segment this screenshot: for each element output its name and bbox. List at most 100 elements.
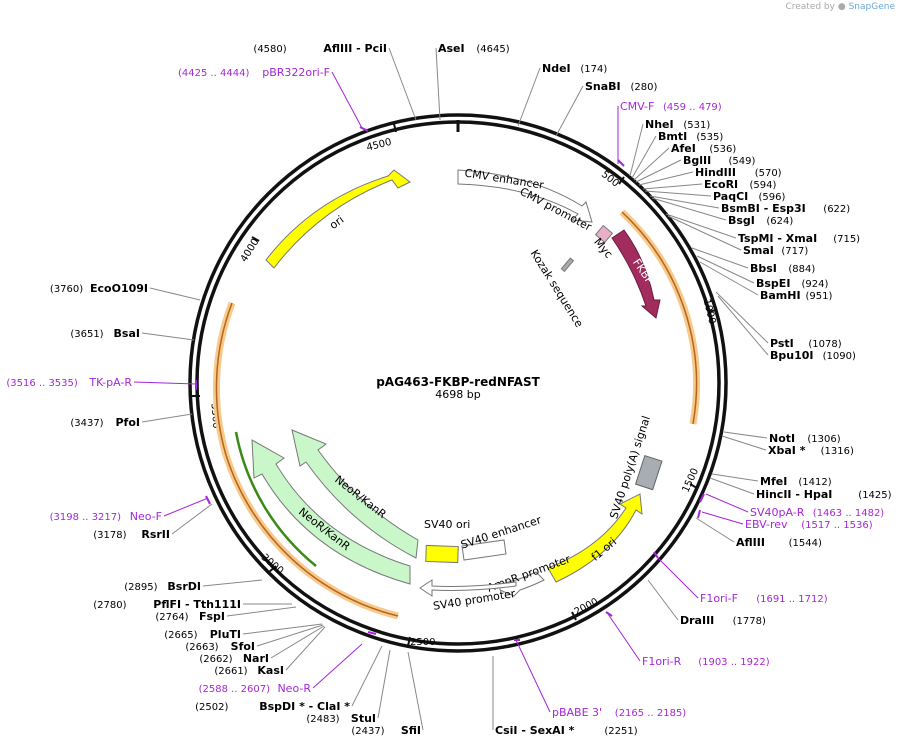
leader-line [163,497,209,517]
leader-line [270,625,325,659]
enzyme-name: BspEI [756,277,790,290]
enzyme-name: BsgI [728,214,755,227]
tick-label: 2000 [573,596,601,618]
enzyme-asei: AseI(4645) [435,42,510,121]
enzyme-name: HincII - HpaI [756,488,832,501]
backbone-outer-ring [188,113,728,653]
enzyme-position: (2662) [199,654,232,665]
primer-site-markers [195,126,705,641]
primer-range: (1517 .. 1536) [801,520,873,531]
enzyme-position: (536) [709,144,736,155]
tick-label: 500 [599,169,621,189]
enzyme-name: StuI [351,712,376,725]
enzyme-position: (2502) [195,702,228,713]
credit-brand: SnapGene [848,2,895,12]
enzyme-name: PstI [770,337,794,350]
enzyme-position: (4580) [253,44,286,55]
enzyme-position: (2780) [93,600,126,611]
f1-ori-arrow [547,493,643,583]
primer-pbr322ori-f: pBR322ori-F (4425 .. 4444) [178,66,363,129]
enzyme-rsrii: RsrII(3178) [93,503,213,541]
ampr-promoter-arrow [499,571,545,597]
enzyme-position: (2251) [604,726,637,737]
myc-box [594,224,614,244]
enzyme-hindiii: HindIII(570) [638,166,782,186]
enzyme-position: (1544) [789,538,822,549]
enzyme-pflfi-tth111i: PflFI - Tth111I(2780) [93,598,292,611]
enzyme-position: (2663) [185,642,218,653]
enzyme-hincii-hpai: HincII - HpaI (1425) [709,477,892,501]
primer-cmv-f: CMV-F(459 .. 479) [617,100,722,164]
primer-range: (459 .. 479) [663,102,722,113]
leader-line [515,639,551,713]
bottom-highlight-arc [222,453,399,620]
enzyme-name: SmaI [743,244,774,257]
enzyme-ecori: EcoRI(594) [642,178,777,191]
primer-range: (2165 .. 2185) [615,708,687,719]
enzyme-bsrdi: BsrDI(2895) [124,579,263,593]
primer-range: (3198 .. 3217) [50,512,122,523]
leader-line [633,147,670,181]
enzyme-position: (624) [766,216,793,227]
tick-label: 1500 [681,467,701,495]
enzyme-position: (1778) [733,616,766,627]
enzyme-name: BglII [683,154,711,167]
enzyme-name: NheI [645,118,674,131]
leader-line [721,435,767,451]
leader-line [517,67,541,127]
primer-range: (4425 .. 4444) [178,68,250,79]
leader-line [377,649,391,719]
leader-line [723,431,768,439]
leader-line [691,247,749,269]
primer-range: (3516 .. 3535) [6,378,78,389]
enzyme-name: DraIII [680,614,714,627]
enzyme-position: (884) [788,264,815,275]
primer-range: (1691 .. 1712) [756,594,828,605]
enzyme-ndei: NdeI(174) [517,62,607,127]
enzyme-position: (594) [750,180,777,191]
leader-line [141,413,193,423]
enzyme-kasi: KasI(2661) [214,626,326,677]
sv40-promoter-arrow [419,579,517,597]
left-inner-arc [215,302,233,456]
primer-name: pBR322ori-F [262,66,330,79]
tick-4000: 4000 [239,236,262,264]
leader-line [711,473,759,482]
enzyme-bglii: BglII (549) [635,154,756,183]
enzyme-position: (2764) [155,612,188,623]
enzyme-position: (1412) [798,477,831,488]
enzyme-position: (1316) [821,446,854,457]
leader-line [242,623,323,635]
leader-line [351,645,383,707]
primer-name: F1ori-F [700,592,738,605]
enzyme-bspdi-clai: BspDI * - ClaI *(2502) [195,645,383,713]
enzyme-afliii-pcii: AflIII - PciI(4580) [253,42,417,121]
enzyme-name: BsrDI [167,580,201,593]
enzyme-bsmbi-esp3i: BsmBI - Esp3I(622) [649,195,850,215]
enzyme-position: (535) [696,132,723,143]
enzyme-name: RsrII [141,528,170,541]
leader-line [667,215,742,251]
enzyme-name: BmtI [658,130,687,143]
leader-line [226,606,297,617]
snapgene-logo-icon: ● [837,2,846,12]
enzyme-name: HindIII [695,166,736,179]
leader-line [435,47,441,121]
enzyme-position: (549) [729,156,756,167]
fkbp-arrow [611,229,661,319]
enzyme-position: (622) [823,204,850,215]
enzyme-fspi: FspI(2764) [155,606,297,623]
leader-line [638,171,694,186]
enzyme-position: (1425) [858,490,891,501]
leader-line [607,613,641,662]
enzyme-name: Bpu10I [770,349,814,362]
primer-sv40pa-r: SV40pA-R(1463 .. 1482) [705,493,884,519]
leader-line [388,47,417,121]
primer-name: F1ori-R [642,655,682,668]
enzyme-pluti: PluTI(2665) [164,623,323,641]
cmv-enhancer-arrow [457,169,593,223]
enzyme-name: NarI [243,652,269,665]
enzyme-bmti: BmtI (535) [631,130,723,179]
enzyme-bsai: BsaI(3651) [70,327,195,341]
primer-name: Neo-R [277,682,311,695]
